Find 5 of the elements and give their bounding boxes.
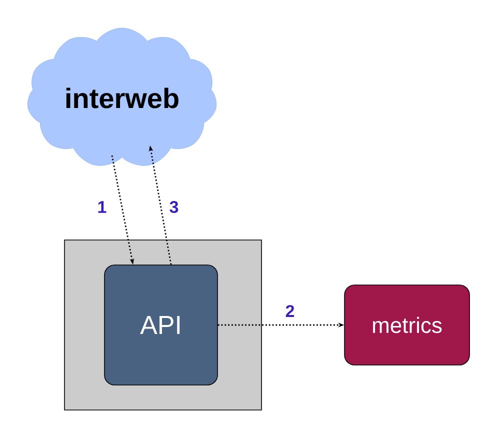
edge-label: 2 [286,305,294,317]
process-box: metrics [344,284,470,366]
process-box: API [104,264,218,386]
edge-label: 1 [98,201,106,213]
edge-label: 3 [170,200,178,214]
